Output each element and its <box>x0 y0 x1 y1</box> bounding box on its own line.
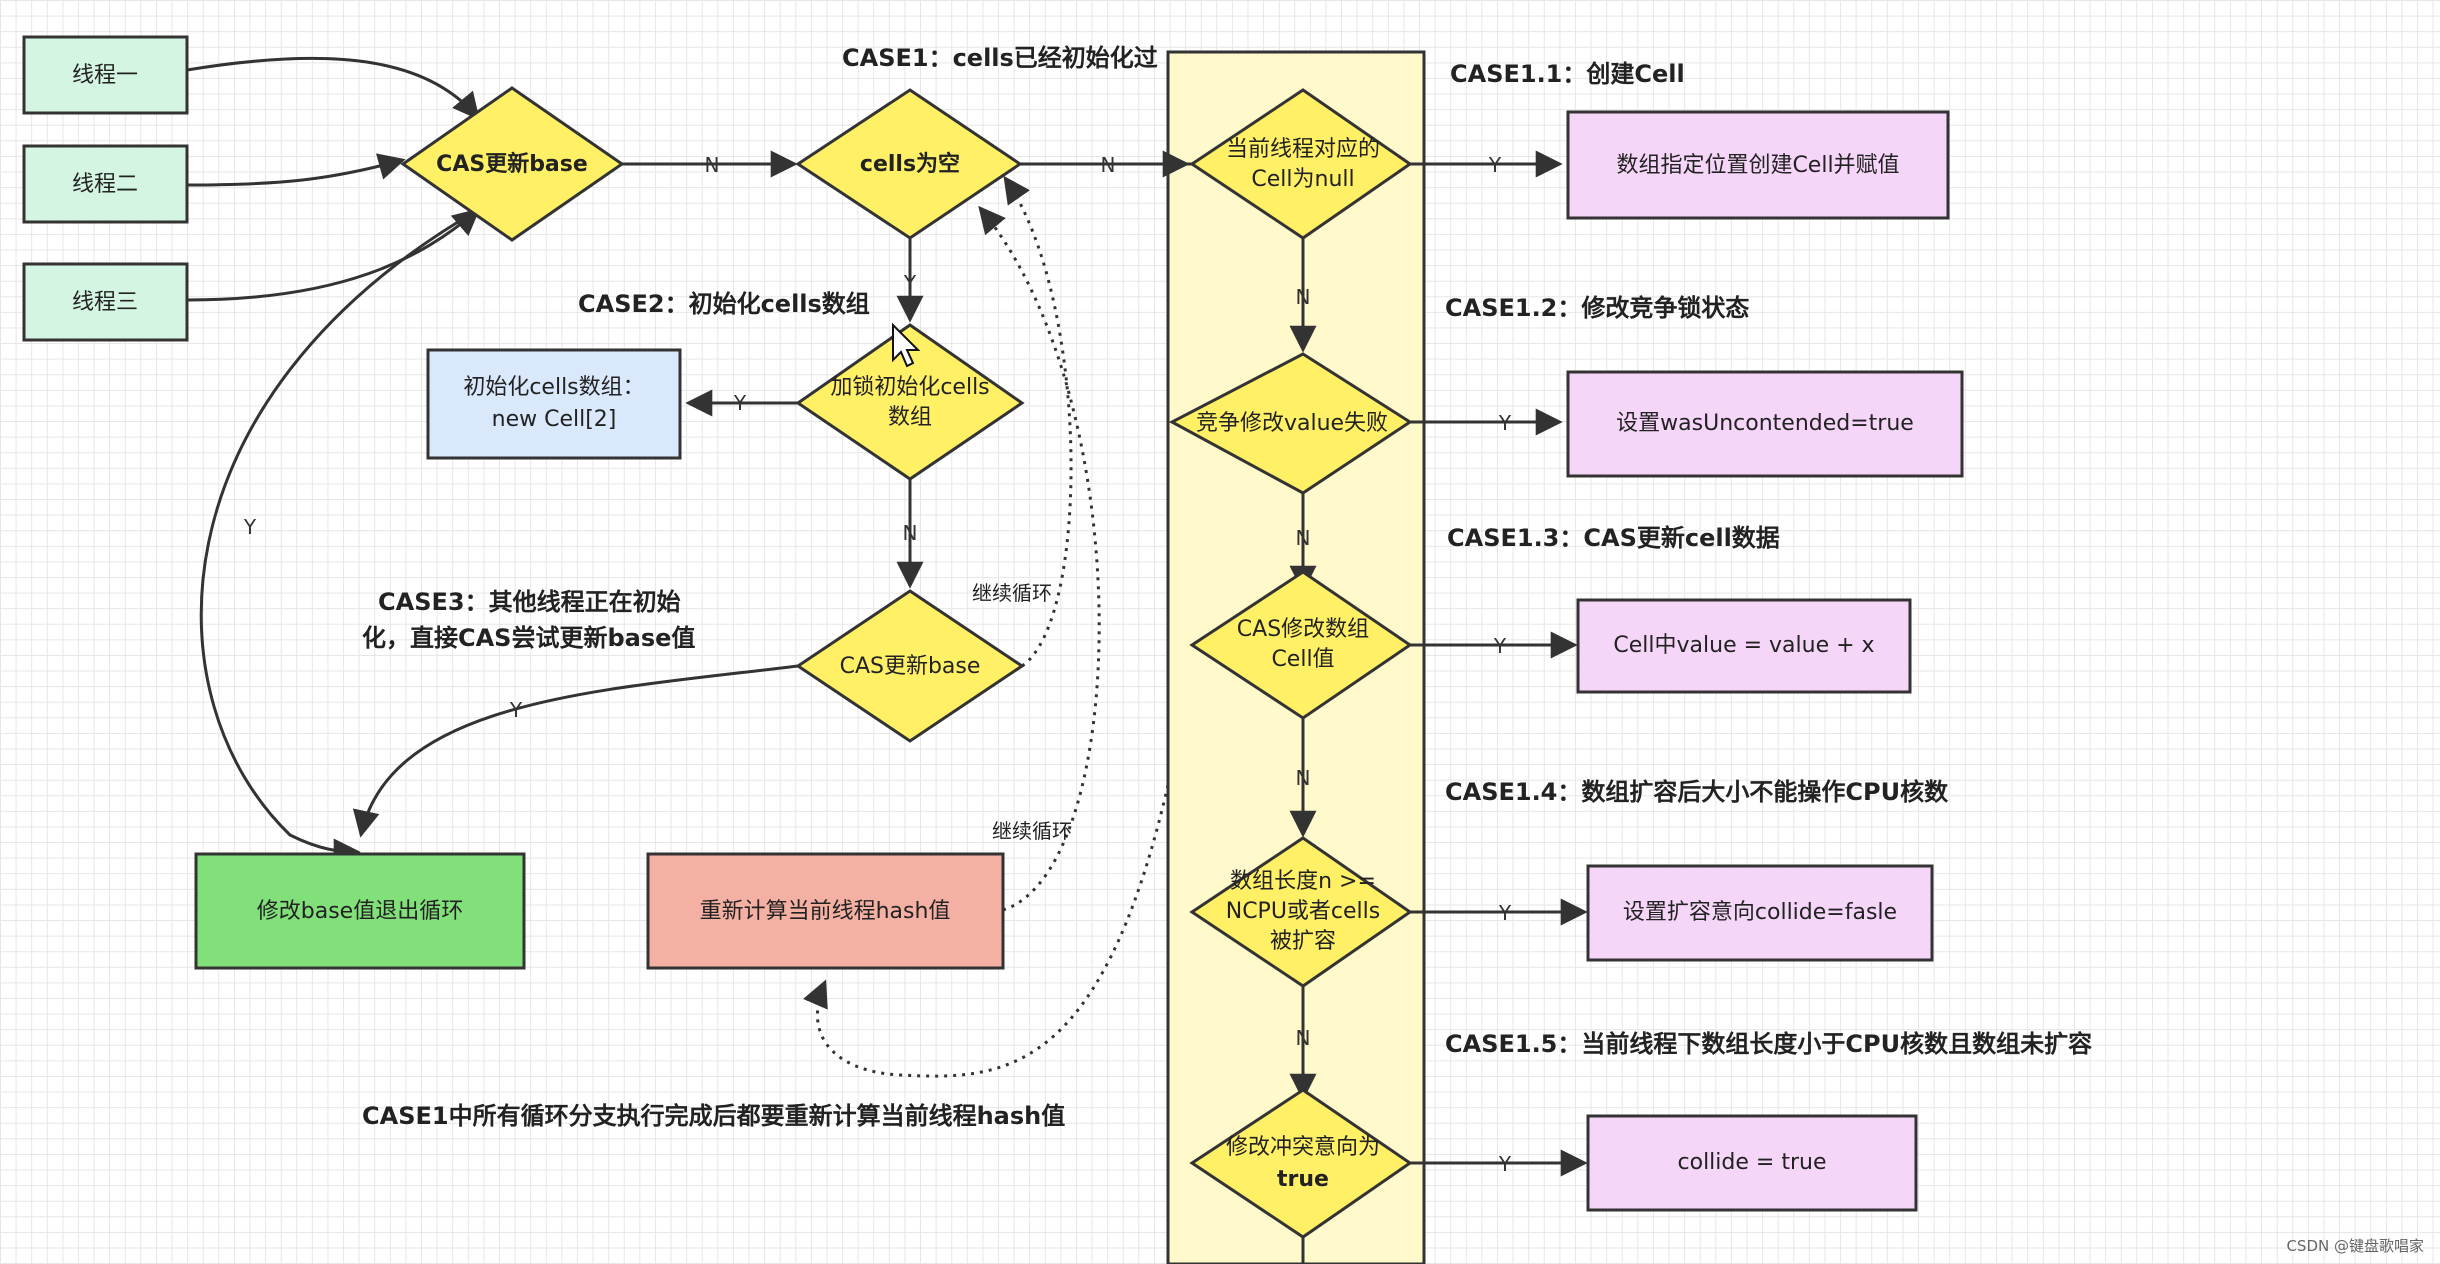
case1-5-annotation: CASE1.5：当前线程下数组长度小于CPU核数且数组未扩容 <box>1445 1030 2092 1058</box>
case1-2-annotation: CASE1.2：修改竞争锁状态 <box>1445 294 1749 322</box>
edge-label-n-lock-casmid: N <box>903 521 918 545</box>
modify-base-exit-node <box>194 852 526 970</box>
bottom-note: CASE1中所有循环分支执行完成后都要重新计算当前线程hash值 <box>362 1102 1065 1130</box>
cas-cell-label-1: CAS修改数组 <box>1237 617 1369 642</box>
lock-init-label-1: 加锁初始化cells <box>830 375 989 400</box>
cas-base-mid-label: CAS更新base <box>840 654 981 679</box>
cell-null-label-1: 当前线程对应的 <box>1226 137 1380 162</box>
set-uncontended-label: 设置wasUncontended=true <box>1616 411 1914 436</box>
cas-cell-label-2: Cell值 <box>1271 647 1334 672</box>
case1-4-annotation: CASE1.4：数组扩容后大小不能操作CPU核数 <box>1445 778 1949 806</box>
edge-label-y-cas-exit: Y <box>243 515 257 539</box>
set-collide-false-node <box>1586 864 1934 962</box>
edge-label-y-cells-lock: Y <box>903 271 917 295</box>
array-len-label-1: 数组长度n >= <box>1230 869 1376 894</box>
edge-rehash-loop <box>978 205 1101 912</box>
cas-cell-decision <box>1189 570 1413 720</box>
edge-label-n-arraylen-collidetrue: N <box>1296 1026 1311 1050</box>
edge-label-n-cascell-arraylen: N <box>1296 766 1311 790</box>
thread2-label: 线程二 <box>72 172 138 197</box>
create-cell-label: 数组指定位置创建Cell并赋值 <box>1616 153 1899 178</box>
edge-thread2-cas <box>186 153 406 187</box>
edge-label-n-cellnull-compete: N <box>1296 285 1311 309</box>
array-len-label-2: NCPU或者cells <box>1226 899 1381 924</box>
rehash-label: 重新计算当前线程hash值 <box>700 899 951 924</box>
case1-annotation: CASE1：cells已经初始化过 <box>842 44 1158 72</box>
edge-thread3-cas <box>186 208 481 302</box>
edge-casmid-exit <box>352 664 799 838</box>
cells-empty-label: cells为空 <box>860 151 960 177</box>
thread3-label: 线程三 <box>72 290 138 315</box>
cell-null-decision <box>1189 88 1413 240</box>
thread3-node <box>22 262 189 342</box>
cas-base-mid-decision <box>795 589 1025 743</box>
case2-annotation: CASE2：初始化cells数组 <box>578 290 870 318</box>
cell-null-label-2: Cell为null <box>1251 167 1354 192</box>
array-len-decision <box>1189 836 1413 988</box>
edge-label-y-casmid-exit: Y <box>509 698 523 722</box>
create-cell-node <box>1566 110 1950 220</box>
case3-annotation-1: CASE3：其他线程正在初始 <box>378 588 681 616</box>
set-collide-false-label: 设置扩容意向collide=fasle <box>1623 900 1897 925</box>
case1-1-annotation: CASE1.1：创建Cell <box>1450 60 1685 88</box>
collide-true-decision <box>1189 1088 1413 1239</box>
mouse-cursor-icon <box>892 322 921 368</box>
collide-true-label-1: 修改冲突意向为 <box>1226 1135 1380 1160</box>
watermark: CSDN @键盘歌唱家 <box>2286 1237 2424 1255</box>
cell-value-label: Cell中value = value + x <box>1613 633 1874 658</box>
thread1-label: 线程一 <box>72 63 138 88</box>
edge-label-n-compete-cascell: N <box>1296 526 1311 550</box>
collide-true-label-2: true <box>1277 1167 1329 1192</box>
case3-annotation-2: 化，直接CAS尝试更新base值 <box>362 624 695 652</box>
edge-label-n-cas-cells: N <box>705 153 720 177</box>
compete-fail-label: 竞争修改value失败 <box>1196 411 1388 436</box>
collide-true-node <box>1586 1114 1918 1212</box>
cas-base-top-label: CAS更新base <box>436 151 588 177</box>
edge-label-y-compete-uncontended: Y <box>1498 411 1512 435</box>
lock-init-decision <box>795 323 1025 481</box>
init-cells-node <box>426 348 682 460</box>
rehash-node <box>646 852 1005 970</box>
compete-fail-decision <box>1168 352 1413 495</box>
cas-base-top-decision <box>400 86 625 242</box>
edge-label-y-lock-init: Y <box>733 391 747 415</box>
edge-lane-rehash <box>802 784 1170 1078</box>
set-uncontended-node <box>1566 370 1964 478</box>
init-cells-label-2: new Cell[2] <box>492 407 617 432</box>
continue-loop-label-1: 继续循环 <box>972 581 1052 605</box>
edge-label-y-collidetrue-box: Y <box>1498 1152 1512 1176</box>
collide-true-box-label: collide = true <box>1678 1150 1827 1175</box>
edge-label-y-cellnull-create: Y <box>1488 153 1502 177</box>
edge-label-n-cells-lane: N <box>1101 153 1116 177</box>
continue-loop-label-2: 继续循环 <box>992 819 1072 843</box>
edge-cas-top-exit <box>199 208 479 866</box>
lock-init-label-2: 数组 <box>888 405 932 430</box>
edge-thread1-cas <box>186 56 480 121</box>
array-len-label-3: 被扩容 <box>1270 929 1336 954</box>
thread2-node <box>22 144 189 224</box>
edge-casmid-loop <box>1003 175 1073 668</box>
init-cells-label-1: 初始化cells数组： <box>463 375 644 400</box>
case1-3-annotation: CASE1.3：CAS更新cell数据 <box>1447 524 1780 552</box>
cells-empty-decision <box>795 88 1023 240</box>
modify-base-exit-label: 修改base值退出循环 <box>257 899 463 924</box>
edge-label-y-cascell-value: Y <box>1493 634 1507 658</box>
cell-value-node <box>1576 598 1912 694</box>
thread1-node <box>22 35 189 115</box>
edge-label-y-arraylen-collidefalse: Y <box>1498 901 1512 925</box>
